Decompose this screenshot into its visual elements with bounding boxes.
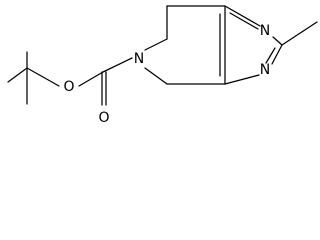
bond-oxygen-to-carbonyl-carbon [78,71,104,87]
atom-labels: O O N N N [63,23,270,126]
bond-fusion-top-to-n-top [224,5,261,27]
bond-n-to-ch2-bottom [144,67,168,85]
nitrogen-ring-label: N [134,51,144,67]
chemical-structure-diagram: O O N N N [7,5,318,126]
bond-carbonyl-carbon-to-nitrogen [102,57,133,73]
nitrogen-bottom-label: N [260,62,270,78]
nitrogen-top-label: N [260,23,270,39]
bond-c2-to-n-bottom [271,44,283,65]
bond-tbu-methyl-left [7,67,28,83]
oxygen-ester-label: O [63,79,74,95]
pyrimidine-ring [219,5,318,85]
carbamate-group [78,57,133,106]
tetrahydropyridine-ring [144,5,226,85]
bond-c2-to-methyl [281,21,318,46]
oxygen-carbonyl-label: O [98,110,109,126]
bond-c2-to-n-bottom-inner [265,47,276,64]
bond-n-to-ch2-top [144,38,168,51]
bond-fusion-top-to-n-top-inner [229,12,259,30]
bond-n-bottom-to-ch [224,74,260,85]
bond-tbu-to-oxygen [26,67,60,87]
tert-butyl-group [7,51,60,105]
bond-n-top-to-c2 [272,36,283,46]
